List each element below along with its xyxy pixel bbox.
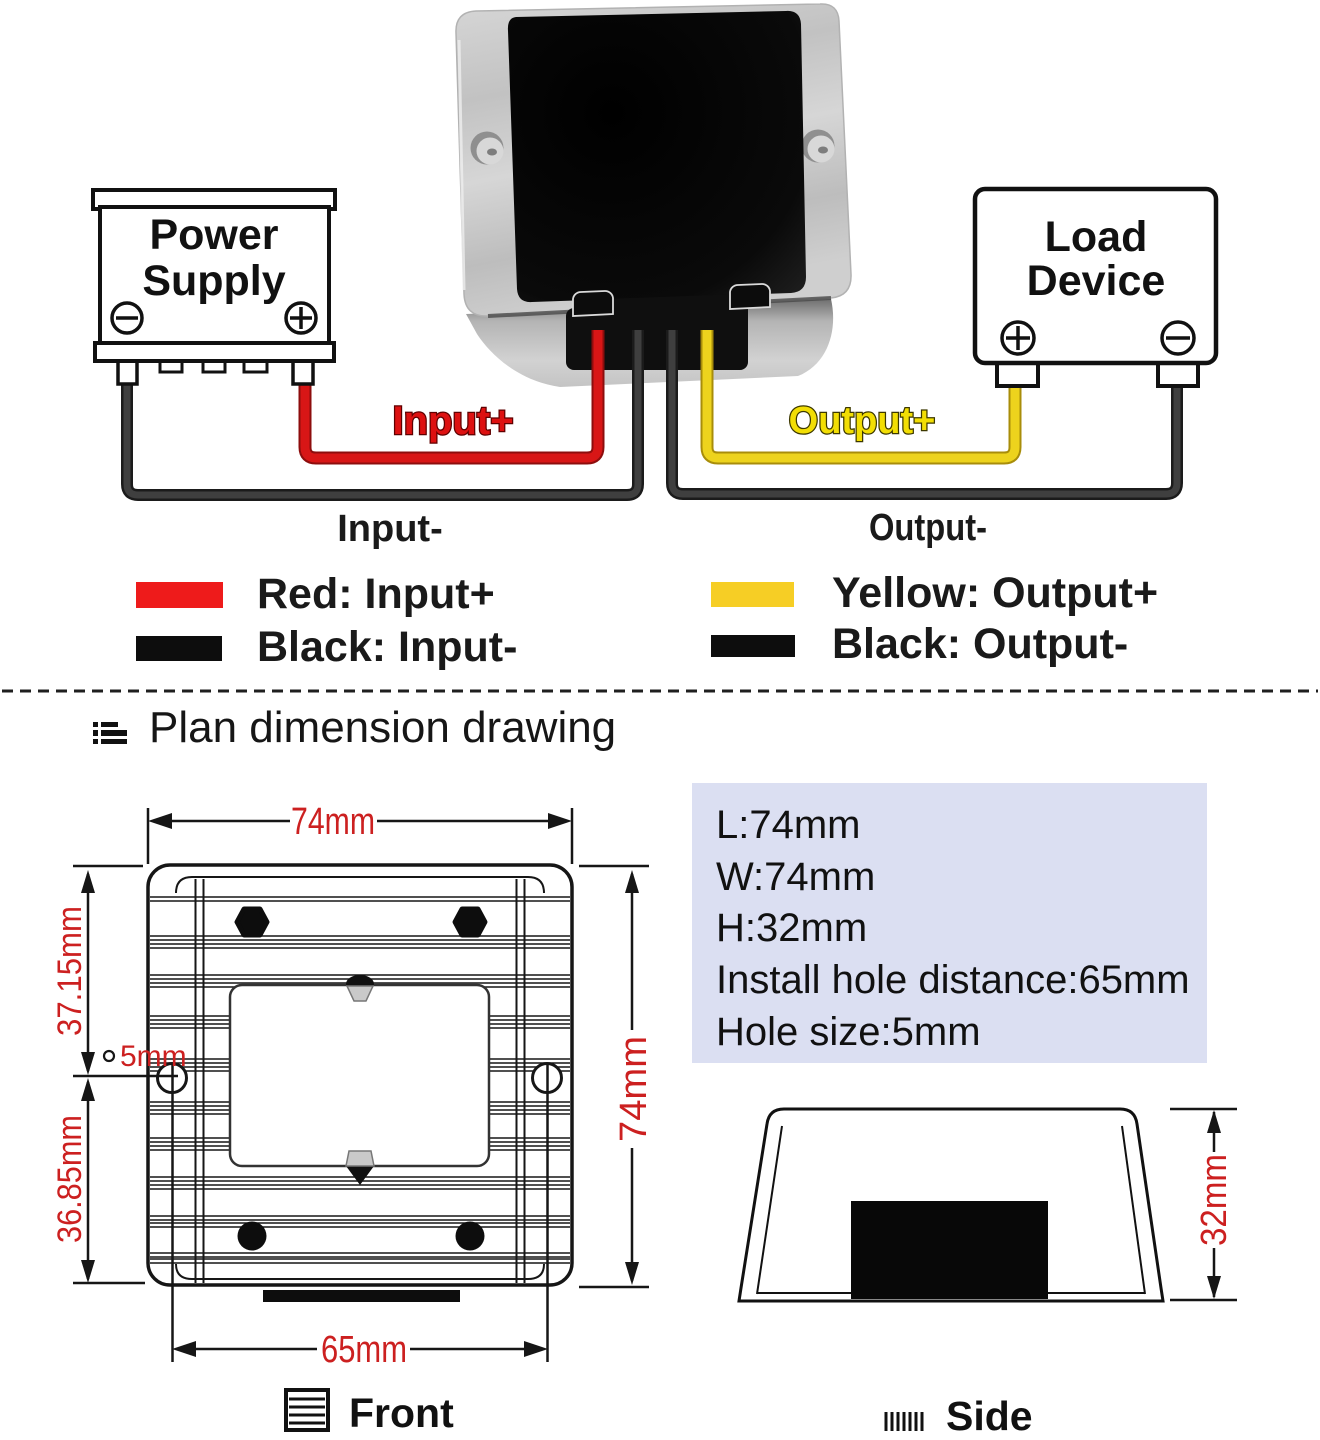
svg-text:36.85mm: 36.85mm bbox=[51, 1115, 89, 1243]
svg-text:5mm: 5mm bbox=[120, 1040, 187, 1073]
svg-text:Supply: Supply bbox=[142, 257, 285, 305]
svg-text:Install hole distance:65mm: Install hole distance:65mm bbox=[716, 958, 1190, 1002]
svg-text:Input-: Input- bbox=[337, 508, 443, 550]
svg-text:Yellow: Output+: Yellow: Output+ bbox=[832, 569, 1158, 617]
svg-text:Red: Input+: Red: Input+ bbox=[257, 570, 495, 618]
svg-text:Output-: Output- bbox=[869, 507, 987, 549]
svg-text:H:32mm: H:32mm bbox=[716, 906, 867, 950]
svg-text:Load: Load bbox=[1045, 213, 1148, 261]
svg-text:74mm: 74mm bbox=[291, 801, 375, 843]
svg-text:Front: Front bbox=[349, 1390, 454, 1436]
svg-text:L:74mm: L:74mm bbox=[716, 803, 861, 847]
svg-text:Side: Side bbox=[946, 1393, 1033, 1439]
svg-text:Hole size:5mm: Hole size:5mm bbox=[716, 1010, 981, 1054]
svg-text:Output+: Output+ bbox=[789, 400, 936, 442]
svg-text:Black: Output-: Black: Output- bbox=[832, 620, 1128, 668]
svg-text:37.15mm: 37.15mm bbox=[51, 906, 89, 1036]
svg-text:Device: Device bbox=[1027, 257, 1166, 305]
svg-text:Black: Input-: Black: Input- bbox=[257, 623, 517, 671]
svg-text:Input+: Input+ bbox=[392, 399, 513, 443]
svg-text:65mm: 65mm bbox=[321, 1329, 407, 1371]
svg-text:32mm: 32mm bbox=[1193, 1154, 1234, 1246]
svg-text:74mm: 74mm bbox=[613, 1036, 655, 1142]
svg-text:Plan dimension drawing: Plan dimension drawing bbox=[149, 703, 616, 752]
svg-text:Power: Power bbox=[149, 211, 278, 259]
svg-text:W:74mm: W:74mm bbox=[716, 855, 875, 899]
